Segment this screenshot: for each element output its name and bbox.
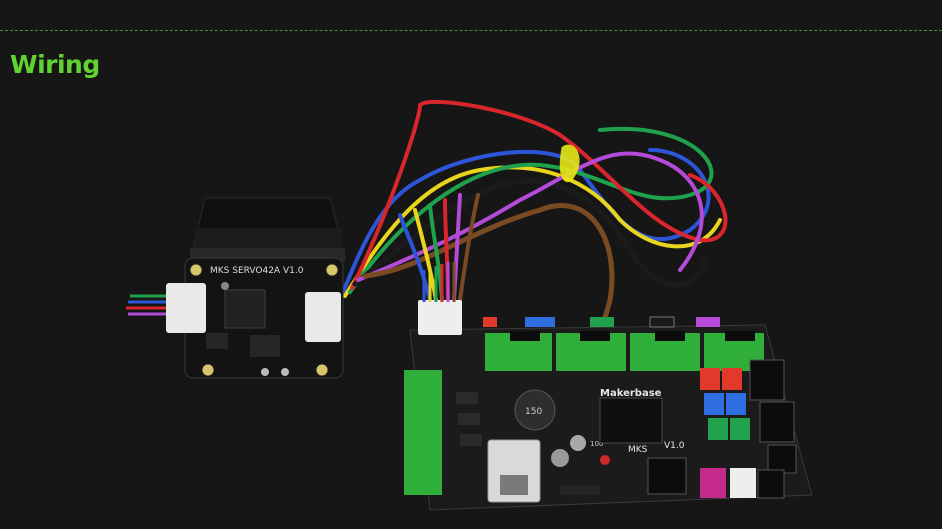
inductor-mark: 150 [525,407,542,417]
section-heading: Wiring [10,50,100,79]
wire-harness [338,99,728,338]
board-version: V1.0 [664,441,685,451]
controller-board: 150 100 Makerbase MKS V1.0 [404,300,813,511]
header-leads [422,262,456,302]
servo-driver-board: MKS SERVO42A V1.0 [166,257,344,379]
stepper-motor [189,197,346,263]
cap-mark: 100 [590,440,603,448]
servo-board-label: MKS SERVO42A V1.0 [210,266,304,276]
board-brand-text: Makerbase [600,388,662,399]
board-label: MKS [628,445,648,455]
section-divider [0,30,942,31]
